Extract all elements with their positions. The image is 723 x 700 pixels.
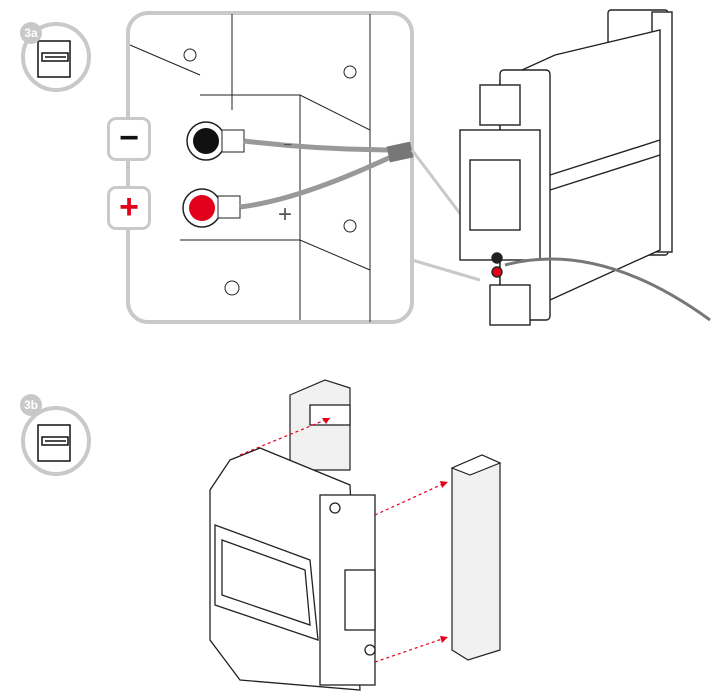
step-3b-label: 3b — [20, 394, 42, 416]
positive-terminal — [182, 188, 241, 228]
battery-unit-side-view — [459, 9, 711, 326]
battery-unit-mounting-view — [209, 404, 376, 691]
positive-polarity-label: + — [107, 186, 151, 230]
mounting-guide-lines — [239, 417, 446, 663]
step-3a-badge-icon — [21, 22, 91, 92]
cable — [239, 138, 397, 210]
svg-text:−: − — [283, 137, 292, 154]
negative-polarity-label: − — [107, 117, 151, 161]
step-3b-badge-icon — [21, 406, 91, 476]
step-3a-label: 3a — [20, 22, 42, 44]
terminal-detail-panel: − + — [126, 11, 414, 324]
negative-terminal — [186, 121, 245, 161]
svg-text:+: + — [278, 201, 292, 228]
arrow-heads-icon — [322, 418, 448, 643]
